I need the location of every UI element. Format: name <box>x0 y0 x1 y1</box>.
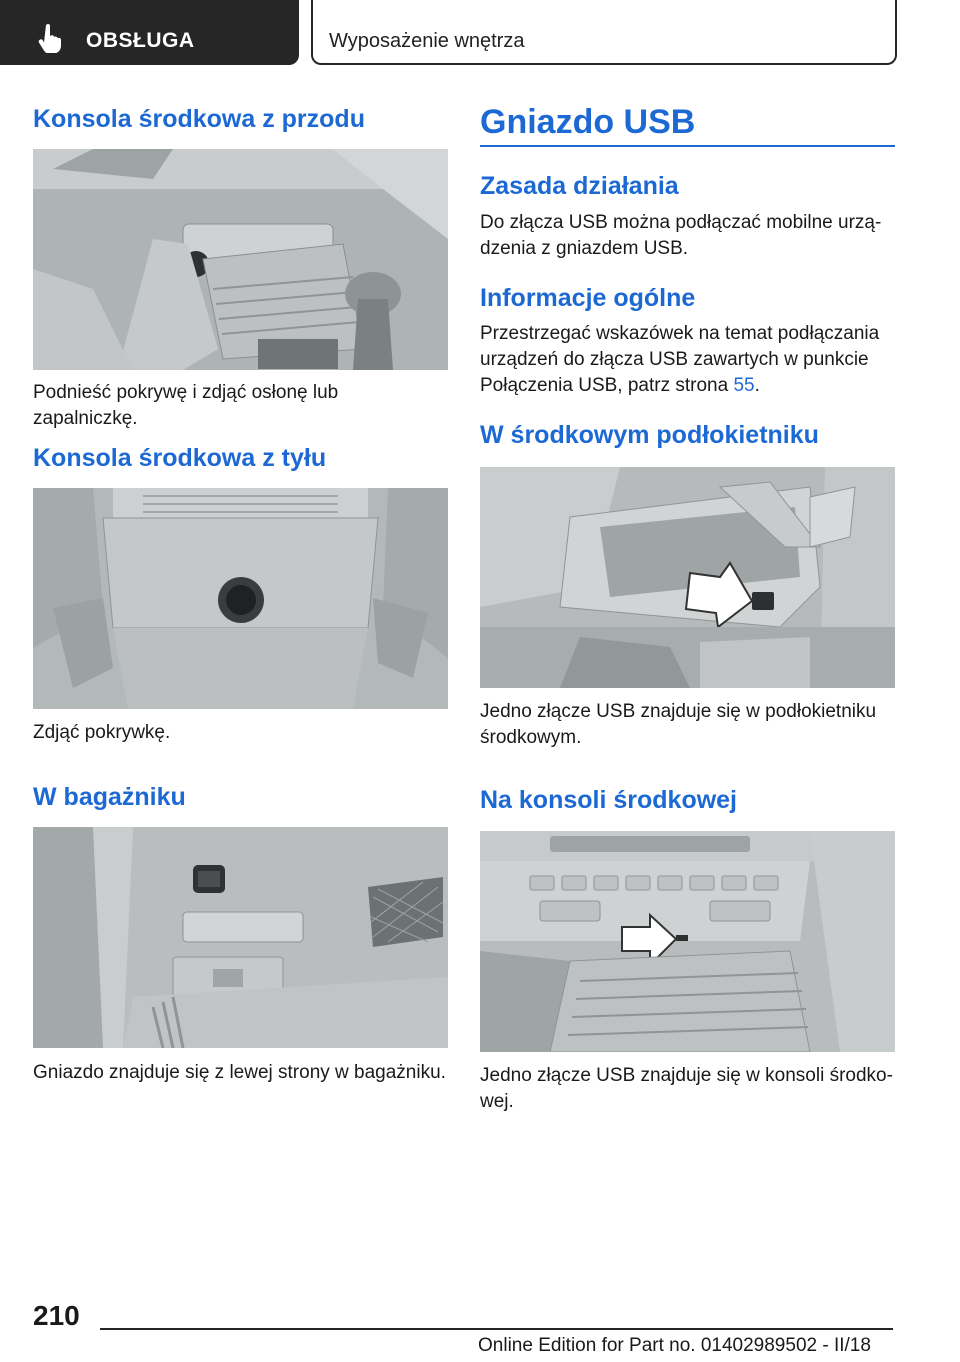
rear-console-photo <box>33 488 448 709</box>
title-rule <box>480 145 895 147</box>
section-label: OBSŁUGA <box>86 29 195 52</box>
general-info-heading: Informacje ogólne <box>480 284 696 312</box>
page-link[interactable]: 55 <box>733 375 755 396</box>
chapter-tab[interactable]: Wyposażenie wnętrza <box>311 0 897 65</box>
trunk-heading: W bagażniku <box>33 783 186 811</box>
armrest-photo <box>480 467 895 688</box>
front-console-caption: Podnieść pokrywę i zdjąć osłonę lub zapa… <box>33 382 339 429</box>
principle-heading: Zasada działania <box>480 172 679 200</box>
section-tab[interactable]: OBSŁUGA <box>0 0 299 65</box>
front-console-heading: Konsola środkowa z przodu <box>33 105 365 133</box>
usb-socket-title: Gniazdo USB <box>480 103 696 141</box>
trunk-caption: Gniazdo znajduje się z lewej strony w ba… <box>33 1062 446 1083</box>
trunk-photo <box>33 827 448 1048</box>
footer-rule <box>100 1328 893 1330</box>
edition-footer: Online Edition for Part no. 01402989502 … <box>478 1335 871 1356</box>
front-console-photo <box>33 149 448 370</box>
hand-pointer-icon <box>38 24 61 53</box>
armrest-caption: Jedno złącze USB znajduje się w podłokie… <box>480 701 877 748</box>
rear-console-heading: Konsola środkowa z tyłu <box>33 444 327 472</box>
page-number: 210 <box>33 1300 80 1331</box>
center-console-caption: Jedno złącze USB znajduje się w konsoli … <box>480 1065 893 1112</box>
general-info-text: Przestrzegać wskazówek na temat podłącza… <box>480 323 880 396</box>
chapter-label: Wyposażenie wnętrza <box>329 30 525 52</box>
rear-console-caption: Zdjąć pokrywkę. <box>33 722 171 743</box>
center-console-heading: Na konsoli środkowej <box>480 786 738 814</box>
principle-text: Do złącza USB można podłączać mobilne ur… <box>480 212 882 259</box>
center-console-photo <box>480 831 895 1052</box>
armrest-heading: W środkowym podłokietniku <box>480 421 819 449</box>
